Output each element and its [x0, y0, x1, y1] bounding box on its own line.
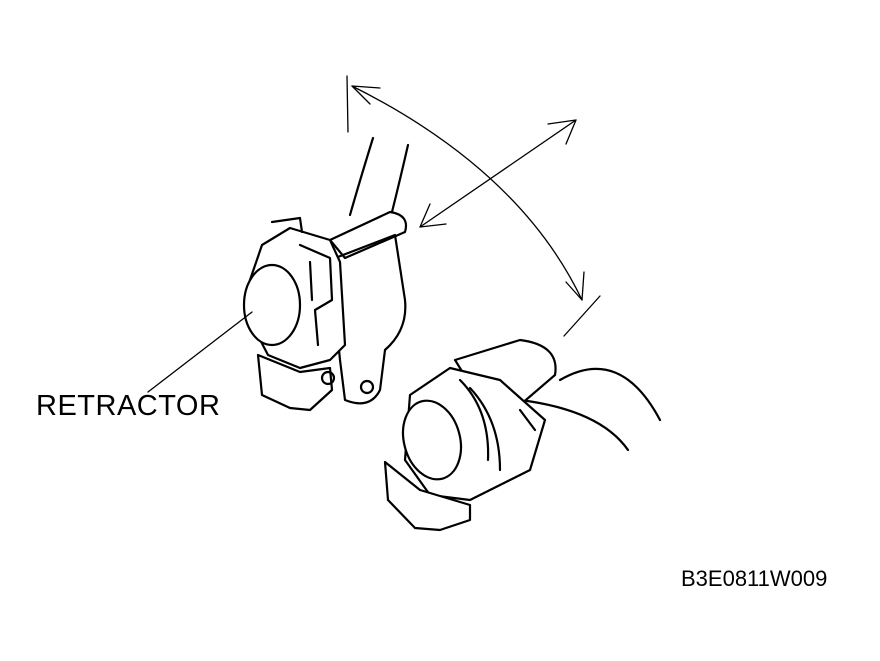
diagonal-arrow-shaft	[419, 119, 577, 228]
upper-limit-tick	[346, 75, 349, 133]
lower-mounting-clip	[383, 460, 472, 532]
retractor-upper	[242, 136, 410, 412]
diagonal-arrowhead-lower	[419, 203, 447, 228]
retractor-lower-clip	[256, 353, 334, 412]
retractor-lower	[383, 338, 662, 532]
belt-webbing-lower	[518, 367, 662, 452]
lower-housing-detail	[458, 378, 537, 472]
swing-arc	[351, 85, 583, 301]
lower-spool-end-cap	[401, 399, 463, 481]
housing-detail	[298, 243, 334, 347]
diagonal-arrowhead-upper	[547, 119, 577, 145]
top-tab	[270, 216, 304, 234]
motion-arrows	[346, 75, 601, 337]
retractor-label: RETRACTOR	[36, 390, 221, 422]
bracket-bolt-hole	[359, 379, 375, 395]
belt-webbing-upper	[348, 136, 410, 217]
figure-code: B3E0811W009	[681, 566, 828, 591]
lower-limit-tick	[563, 295, 601, 337]
retractor-leader-line	[147, 311, 253, 393]
arc-arrowhead-bottom	[565, 271, 585, 301]
belt-guide	[328, 210, 408, 260]
spool-end-cap	[242, 263, 302, 347]
arc-arrowhead-top	[351, 85, 381, 105]
mounting-bracket	[328, 233, 407, 405]
clip-rivet	[320, 370, 336, 386]
